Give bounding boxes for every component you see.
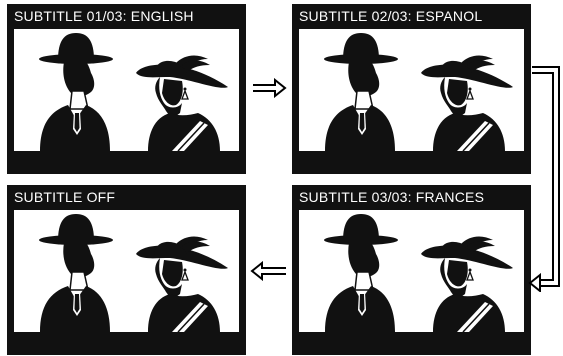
frame-bottom xyxy=(7,332,246,355)
movie-screen xyxy=(14,29,239,151)
subtitle-label: SUBTITLE OFF xyxy=(14,189,116,205)
subtitle-panel-frances: SUBTITLE 03/03: FRANCES xyxy=(292,185,531,355)
double-arrow-right-icon xyxy=(253,78,287,98)
movie-screen xyxy=(299,29,524,151)
couple-silhouette-image xyxy=(38,213,229,332)
frame-bottom xyxy=(292,151,531,174)
movie-screen xyxy=(14,210,239,332)
subtitle-panel-espanol: SUBTITLE 02/03: ESPANOL xyxy=(292,4,531,174)
double-arrow-left-icon xyxy=(250,261,286,281)
couple-silhouette-image xyxy=(323,213,514,332)
movie-screen xyxy=(299,210,524,332)
couple-silhouette-image xyxy=(38,32,229,151)
subtitle-label: SUBTITLE 03/03: FRANCES xyxy=(299,189,485,205)
subtitle-panel-off: SUBTITLE OFF xyxy=(7,185,246,355)
subtitle-label: SUBTITLE 02/03: ESPANOL xyxy=(299,8,483,24)
double-connector-arrow-icon xyxy=(528,66,560,292)
couple-silhouette-image xyxy=(323,32,514,151)
subtitle-panel-english: SUBTITLE 01/03: ENGLISH xyxy=(7,4,246,174)
subtitle-label: SUBTITLE 01/03: ENGLISH xyxy=(14,8,194,24)
frame-bottom xyxy=(292,332,531,355)
frame-bottom xyxy=(7,151,246,174)
